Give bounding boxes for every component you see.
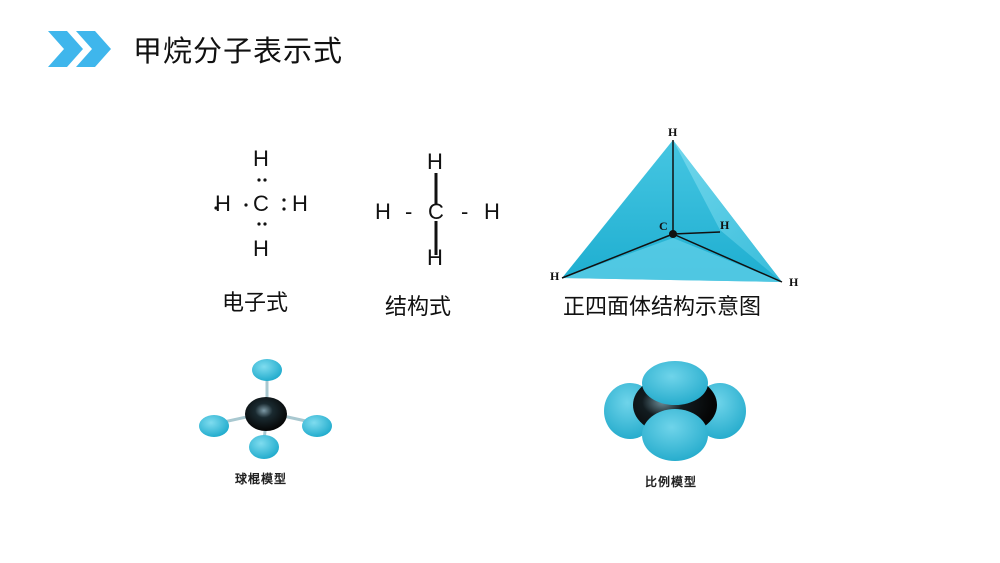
atom-h-top: H xyxy=(427,149,443,174)
atom-c-center: C xyxy=(659,219,668,233)
atom-h-left: H xyxy=(215,191,231,216)
caption-tetrahedron: 正四面体结构示意图 xyxy=(563,295,762,320)
bond-lines xyxy=(434,173,438,255)
atom-h-top: H xyxy=(668,125,678,139)
atom-h-right: H xyxy=(292,191,308,216)
tetrahedron-shape xyxy=(561,140,783,283)
space-filling-image xyxy=(604,361,746,461)
atom-h-bottom: H xyxy=(253,236,269,261)
caption-ball-stick-model: 球棍模型 xyxy=(235,472,288,486)
ball-stick-model: 球棍模型 xyxy=(190,350,340,490)
bond-dash-left: - xyxy=(405,199,413,224)
caption-space-filling-model: 比例模型 xyxy=(645,475,698,489)
structural-formula: H H - C - H H xyxy=(365,145,515,275)
electron-formula: H H C H H xyxy=(200,140,330,270)
space-filling-model: 比例模型 xyxy=(590,355,760,495)
double-chevron-right-icon xyxy=(48,31,111,67)
atom-h-front-right: H xyxy=(789,275,799,289)
atom-c-center: C xyxy=(428,199,444,224)
atom-h-back-right: H xyxy=(720,218,730,232)
slide-title: 甲烷分子表示式 xyxy=(133,34,344,68)
caption-structural-formula: 结构式 xyxy=(385,295,452,320)
atom-h-left: H xyxy=(375,199,391,224)
atom-h-right: H xyxy=(484,199,500,224)
bond-dash-right: - xyxy=(461,199,469,224)
atom-h-bottom: H xyxy=(427,245,443,270)
tetrahedron-diagram: H C H H H xyxy=(540,120,810,295)
ball-stick-image xyxy=(199,359,332,459)
caption-electron-formula: 电子式 xyxy=(222,291,289,316)
electron-pair-dots xyxy=(214,178,286,226)
atom-c-center: C xyxy=(253,191,269,216)
atom-h-front-left: H xyxy=(550,269,560,283)
atom-h-top: H xyxy=(253,146,269,171)
